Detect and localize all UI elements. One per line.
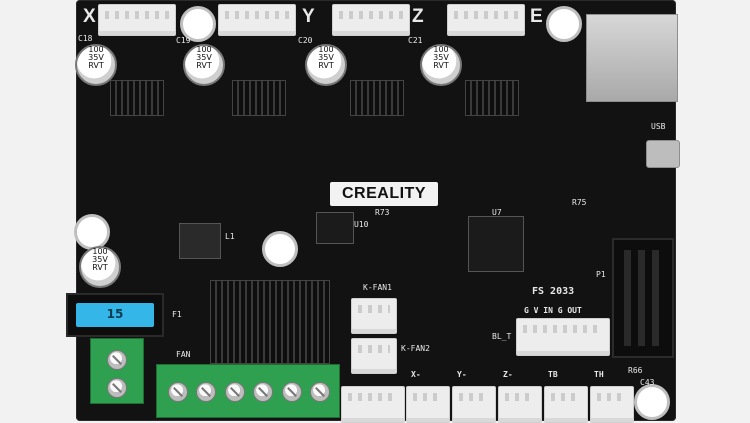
connector-y-minus (452, 386, 496, 423)
axis-label-y: Y (302, 6, 315, 27)
label-bl-t: BL_T (492, 332, 512, 341)
cap3-text-1: 100 (318, 45, 334, 54)
label-tb: TB (548, 370, 558, 379)
label-u7: U7 (492, 208, 502, 217)
mount-hole-top-right (546, 6, 582, 42)
connector-bl-touch (516, 318, 610, 356)
cap4-text-2: 35V (433, 53, 449, 62)
connector-th (590, 386, 634, 423)
cap2-text-1: 100 (196, 45, 212, 54)
fan-screw-3 (225, 382, 245, 402)
cap-text-3: RVT (88, 61, 104, 70)
mount-hole-bottom-right (634, 384, 670, 420)
cap3-text-3: RVT (318, 61, 334, 70)
label-g-v-in-g-out: G V IN G OUT (524, 306, 582, 315)
label-y-minus: Y- (457, 370, 467, 379)
connector-z (332, 4, 410, 36)
label-k-fan1: K-FAN1 (363, 283, 392, 292)
microcontroller-chip (468, 216, 524, 272)
mount-hole-left-mid (74, 214, 110, 250)
mount-hole-top-left (180, 6, 216, 42)
label-k-fan2: K-FAN2 (401, 344, 430, 353)
connector-tb (544, 386, 588, 423)
cap4-text-1: 100 (433, 45, 449, 54)
label-c19: C19 (176, 36, 191, 45)
label-fs-2033: FS 2033 (532, 286, 575, 297)
capacitor-5: 100 35V RVT (79, 246, 121, 288)
fuse-body (76, 303, 154, 327)
sd-card-slot (586, 14, 678, 102)
label-c43: C43 (640, 378, 655, 387)
connector-bottom-1 (341, 386, 405, 423)
label-u10: U10 (354, 220, 369, 229)
label-p1: P1 (596, 270, 606, 279)
connector-k-fan1 (351, 298, 397, 334)
power-screw-1 (107, 350, 127, 370)
label-th: TH (594, 370, 604, 379)
label-c21: C21 (408, 36, 423, 45)
capacitor-1: 100 35V RVT (75, 44, 117, 86)
connector-k-fan2 (351, 338, 397, 374)
label-z-minus: Z- (503, 370, 513, 379)
heatsink-z (350, 80, 404, 116)
usb-port (646, 140, 680, 168)
axis-label-e: E (530, 6, 543, 27)
label-x-minus: X- (411, 370, 421, 379)
cap5-text-3: RVT (92, 263, 108, 272)
label-c20: C20 (298, 36, 313, 45)
capacitor-4: 100 35V RVT (420, 44, 462, 86)
heatsink-e (465, 80, 519, 116)
capacitor-2: 100 35V RVT (183, 44, 225, 86)
connector-y (218, 4, 296, 36)
label-f1: F1 (172, 310, 182, 319)
connector-z-minus (498, 386, 542, 423)
cap2-text-2: 35V (196, 53, 212, 62)
label-c18: C18 (78, 34, 93, 43)
cap5-text-2: 35V (92, 255, 108, 264)
fan-screw-1 (168, 382, 188, 402)
fuse-rating: 15 (106, 307, 124, 321)
cap-text-2: 35V (88, 53, 104, 62)
heatsink-x (110, 80, 164, 116)
heatsink-y (232, 80, 286, 116)
power-screw-2 (107, 378, 127, 398)
mount-hole-center (262, 231, 298, 267)
connector-e (447, 4, 525, 36)
connector-x (98, 4, 176, 36)
axis-label-z: Z (412, 6, 424, 27)
lcd-header-p1 (612, 238, 674, 358)
fan-screw-5 (282, 382, 302, 402)
label-fan: FAN (176, 350, 191, 359)
cap3-text-2: 35V (318, 53, 334, 62)
fan-screw-4 (253, 382, 273, 402)
label-r66: R66 (628, 366, 643, 375)
label-r73: R73 (375, 208, 390, 217)
fan-screw-6 (310, 382, 330, 402)
fan-screw-2 (196, 382, 216, 402)
connector-x-minus (406, 386, 450, 423)
brand-logo: CREALITY (330, 182, 438, 206)
cap2-text-3: RVT (196, 61, 212, 70)
driver-chip (316, 212, 354, 244)
label-r75: R75 (572, 198, 587, 207)
label-l1: L1 (225, 232, 235, 241)
label-usb: USB (651, 122, 666, 131)
inductor (179, 223, 221, 259)
cap4-text-3: RVT (433, 61, 449, 70)
cap-text-1: 100 (88, 45, 104, 54)
fuse-holder: 15 (66, 293, 164, 337)
capacitor-3: 100 35V RVT (305, 44, 347, 86)
cap5-text-1: 100 (92, 247, 108, 256)
axis-label-x: X (83, 6, 96, 27)
heatsink-main (210, 280, 330, 364)
